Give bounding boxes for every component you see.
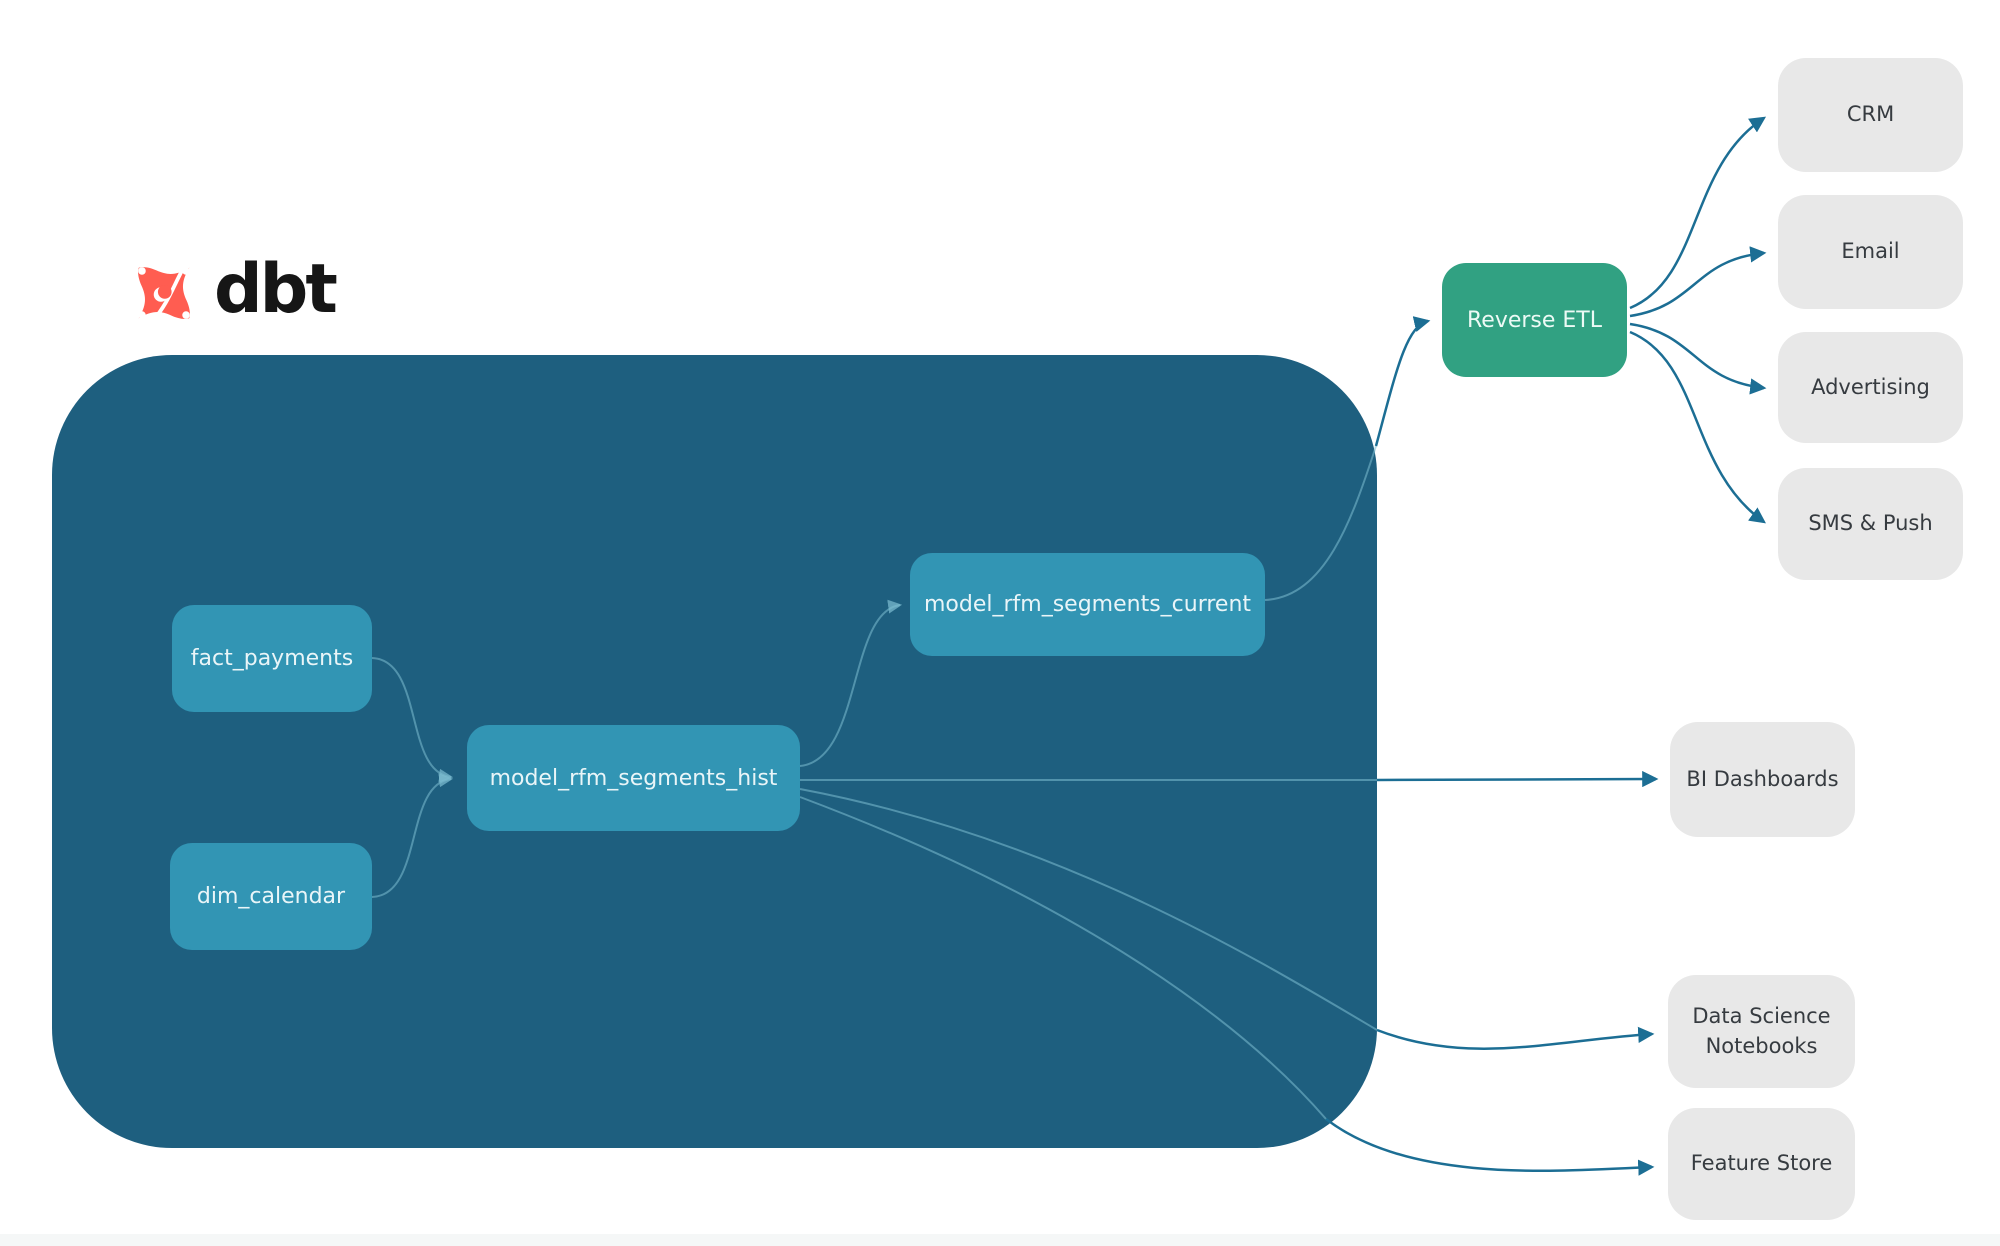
dbt-wordmark: dbt	[214, 250, 338, 329]
node-dim-calendar: dim_calendar	[170, 843, 372, 950]
node-fact-payments-label: fact_payments	[190, 646, 354, 671]
edge-hist-to-ds-notebooks	[1376, 1026, 1655, 1050]
dbt-logo-icon	[138, 267, 190, 324]
node-crm-label: CRM	[1846, 102, 1895, 127]
node-model-rfm-segments-hist-label: model_rfm_segments_hist	[489, 765, 778, 791]
node-dim-calendar-label: dim_calendar	[196, 884, 346, 909]
edge-hist-to-feature-store	[1325, 1118, 1655, 1176]
node-feature-store-label: Feature Store	[1690, 1151, 1833, 1176]
node-model-rfm-segments-current: model_rfm_segments_current	[910, 553, 1265, 656]
node-fact-payments: fact_payments	[172, 605, 372, 712]
node-model-rfm-segments-current-label: model_rfm_segments_current	[923, 592, 1252, 617]
edge-current-to-reverse-etl	[1374, 316, 1431, 447]
node-feature-store: Feature Store	[1668, 1108, 1855, 1220]
node-model-rfm-segments-hist: model_rfm_segments_hist	[467, 725, 800, 831]
node-crm: CRM	[1778, 58, 1963, 172]
bottom-edge-band	[0, 1234, 2000, 1246]
node-sms-push: SMS & Push	[1778, 468, 1963, 580]
node-advertising-label: Advertising	[1811, 374, 1930, 399]
node-data-science-notebooks: Data Science Notebooks	[1668, 975, 1855, 1088]
edge-reverse-etl-to-sms-push	[1629, 330, 1766, 524]
node-email: Email	[1778, 195, 1963, 309]
node-bi-dashboards: BI Dashboards	[1670, 722, 1855, 837]
node-email-label: Email	[1841, 239, 1900, 264]
node-sms-push-label: SMS & Push	[1808, 511, 1933, 536]
edge-reverse-etl-to-email	[1629, 246, 1767, 318]
node-advertising: Advertising	[1778, 332, 1963, 443]
node-data-science-notebooks-label: Data Science Notebooks	[1692, 1004, 1831, 1058]
edge-reverse-etl-to-advertising	[1629, 322, 1767, 395]
node-reverse-etl: Reverse ETL	[1442, 263, 1627, 377]
dbt-logo: dbt	[126, 250, 338, 331]
edge-hist-to-bi-dashboards	[1376, 770, 1659, 788]
edge-reverse-etl-to-crm	[1629, 116, 1767, 310]
node-bi-dashboards-label: BI Dashboards	[1686, 766, 1839, 791]
node-reverse-etl-label: Reverse ETL	[1466, 307, 1603, 333]
